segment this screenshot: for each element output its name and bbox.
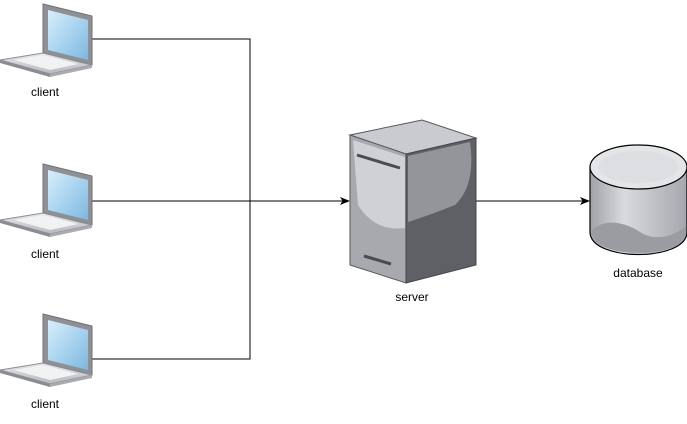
- client-1-label: client: [30, 85, 60, 99]
- client-3-label: client: [30, 397, 60, 411]
- server-label: server: [395, 290, 429, 304]
- connectors: [92, 38, 590, 360]
- edge-client-3-to-bus: [92, 201, 251, 360]
- database-label: database: [613, 266, 663, 280]
- laptop-icon[interactable]: [0, 313, 93, 387]
- database-cylinder-icon[interactable]: [589, 144, 687, 255]
- laptop-icon[interactable]: [0, 163, 93, 237]
- edge-client-1-to-bus: [92, 38, 251, 201]
- server-tower-icon[interactable]: [348, 119, 478, 284]
- client-2-label: client: [30, 247, 60, 261]
- laptop-icon[interactable]: [0, 3, 93, 77]
